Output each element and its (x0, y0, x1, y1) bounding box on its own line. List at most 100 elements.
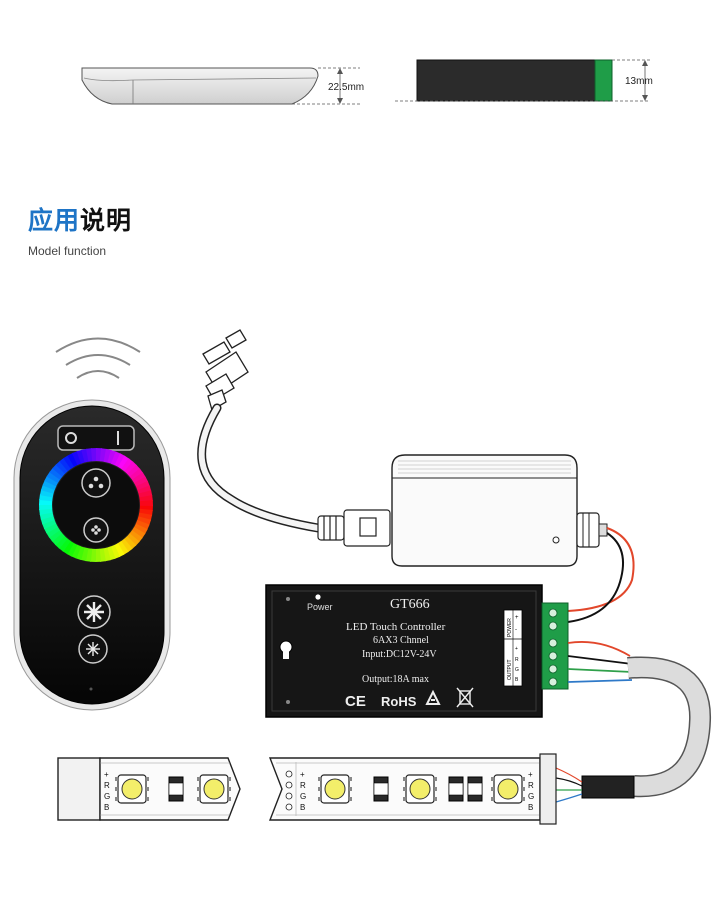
section-title-accent: 应用 (28, 206, 81, 235)
color-wheel-segment[interactable] (110, 544, 121, 559)
color-wheel-segment[interactable] (139, 500, 153, 506)
color-wheel-segment[interactable] (107, 449, 117, 464)
color-wheel-segment[interactable] (43, 522, 58, 534)
color-wheel-segment[interactable] (121, 458, 134, 472)
color-wheel-segment[interactable] (39, 508, 53, 515)
color-wheel-segment[interactable] (58, 538, 71, 552)
color-wheel-segment[interactable] (135, 480, 150, 491)
resistor (448, 776, 464, 802)
color-wheel-segment[interactable] (66, 542, 78, 557)
section-title: 应用说明 (28, 201, 132, 237)
color-wheel-segment[interactable] (120, 538, 133, 553)
terminal-plus2-label: + (515, 646, 518, 652)
color-wheel-segment[interactable] (137, 516, 152, 526)
color-wheel-segment[interactable] (71, 451, 82, 466)
color-wheel-segment[interactable] (52, 464, 66, 477)
color-wheel-segment[interactable] (132, 472, 146, 484)
strip-end-pin-plus: + (528, 770, 533, 779)
strip-end-pin-r: R (528, 781, 534, 790)
power-toggle-icon[interactable] (57, 425, 135, 451)
color-wheel-segment[interactable] (114, 453, 126, 468)
color-wheel-segment[interactable] (76, 449, 86, 464)
resistor (373, 776, 389, 802)
terminal-r-label: R (515, 657, 519, 663)
color-wheel-segment[interactable] (113, 543, 125, 558)
mode-button-2[interactable] (83, 517, 109, 543)
color-wheel-segment[interactable] (139, 508, 153, 516)
color-wheel-segment[interactable] (59, 457, 72, 472)
color-wheel-segment[interactable] (71, 544, 81, 559)
color-wheel-segment[interactable] (117, 541, 129, 555)
rohs-mark: RoHS (381, 694, 417, 709)
color-wheel-segment[interactable] (55, 460, 69, 474)
color-wheel-segment[interactable] (103, 448, 112, 463)
color-wheel-segment[interactable] (129, 530, 143, 543)
power-plug (202, 329, 249, 411)
color-wheel-segment[interactable] (67, 452, 79, 467)
color-wheel-segment[interactable] (135, 520, 150, 530)
mode-button-1[interactable] (81, 468, 111, 498)
color-wheel-segment[interactable] (39, 489, 54, 498)
color-wheel-segment[interactable] (99, 448, 107, 462)
color-wheel-segment[interactable] (42, 519, 57, 530)
side-label-output: OUTPUT (507, 659, 513, 680)
color-wheel-segment[interactable] (139, 495, 153, 502)
crossed-bin-icon (456, 687, 474, 708)
color-wheel-segment[interactable] (91, 448, 97, 462)
color-wheel-segment[interactable] (137, 485, 152, 495)
remote-side-view (81, 67, 319, 105)
color-wheel-segment[interactable] (118, 455, 130, 470)
color-wheel-segment[interactable] (55, 535, 68, 549)
color-wheel-segment[interactable] (106, 546, 116, 561)
color-wheel-segment[interactable] (44, 475, 59, 487)
strip-left-pin-b: B (104, 803, 109, 812)
color-wheel-segment[interactable] (48, 529, 63, 542)
color-wheel-segment[interactable] (86, 448, 93, 462)
color-wheel-segment[interactable] (46, 526, 60, 538)
color-wheel-segment[interactable] (51, 532, 65, 546)
color-wheel-segment[interactable] (138, 512, 153, 521)
color-wheel-segment[interactable] (63, 455, 75, 469)
ce-mark: CE (345, 693, 366, 710)
color-wheel-segment[interactable] (95, 548, 101, 562)
adapter-strain-relief (317, 509, 391, 547)
remote-thickness-label: 22.5mm (328, 82, 364, 93)
color-wheel-segment[interactable] (111, 451, 121, 466)
color-wheel-segment[interactable] (124, 461, 137, 475)
color-wheel[interactable] (39, 448, 153, 562)
side-label-power: POWER (507, 618, 513, 637)
strip-right-pin-plus: + (300, 770, 305, 779)
controller-height-label: 13mm (625, 76, 653, 87)
color-wheel-segment[interactable] (39, 504, 53, 510)
terminal-block[interactable] (541, 602, 569, 690)
strip-end-pin-g: G (528, 792, 534, 801)
spec-line-4: Output:18A max (362, 674, 429, 685)
terminal-label-panel: POWER OUTPUT + - + R G B (503, 609, 523, 687)
color-wheel-segment[interactable] (129, 468, 144, 481)
color-wheel-segment[interactable] (127, 464, 141, 478)
led-controller: Power GT666 LED Touch Controller 6AX3 Ch… (265, 584, 569, 718)
color-wheel-segment[interactable] (80, 547, 89, 562)
strip-end-pin-b: B (528, 803, 533, 812)
color-wheel-segment[interactable] (123, 536, 137, 550)
color-wheel-segment[interactable] (62, 540, 75, 555)
terminal-b-label: B (515, 677, 519, 683)
color-wheel-segment[interactable] (75, 546, 85, 561)
color-wheel-segment[interactable] (39, 494, 53, 502)
resistor (467, 776, 483, 802)
color-wheel-segment[interactable] (133, 523, 148, 535)
color-wheel-segment[interactable] (46, 471, 61, 484)
dim-button[interactable] (78, 634, 108, 664)
color-wheel-segment[interactable] (42, 480, 57, 490)
color-wheel-segment[interactable] (134, 476, 149, 488)
remote-thickness-dimension: 22.5mm (292, 67, 364, 105)
color-wheel-segment[interactable] (99, 548, 106, 562)
color-wheel-segment[interactable] (126, 533, 140, 546)
color-wheel-segment[interactable] (49, 467, 63, 480)
color-wheel-segment[interactable] (40, 515, 55, 525)
color-wheel-segment[interactable] (131, 527, 146, 539)
brightness-icon[interactable] (77, 595, 111, 629)
color-wheel-segment[interactable] (85, 548, 93, 562)
color-wheel-segment[interactable] (40, 484, 55, 494)
